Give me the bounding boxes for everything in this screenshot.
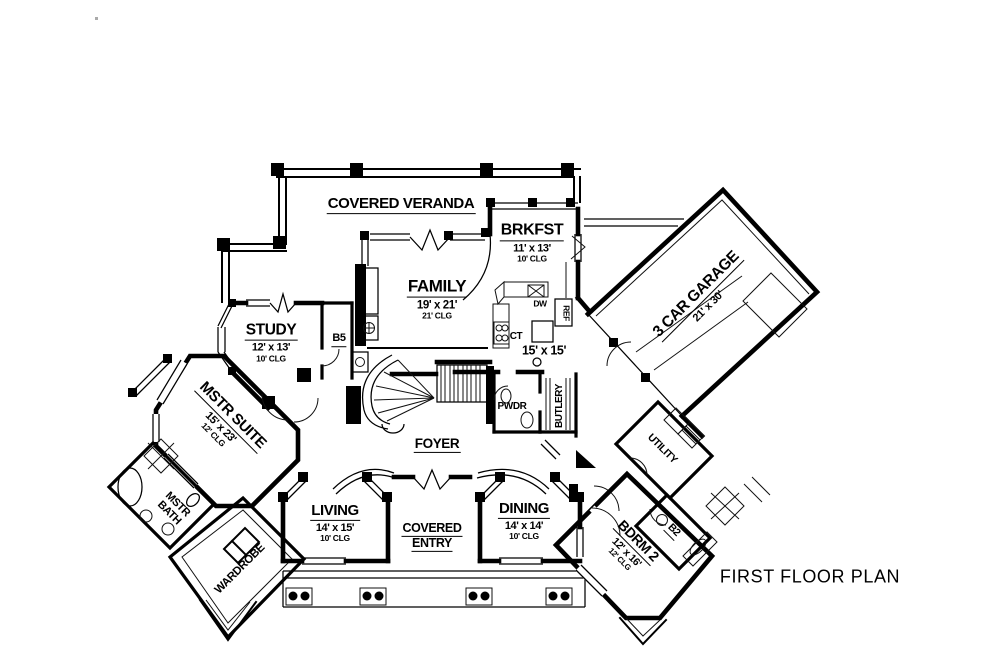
kitchen-fixtures xyxy=(452,262,573,375)
breezeway-walls xyxy=(584,218,684,227)
room-dims: 11' x 13' xyxy=(513,242,551,255)
foyer-stairs xyxy=(346,354,494,434)
garage-storage xyxy=(742,272,808,338)
curved-stair xyxy=(370,359,399,425)
room-clg: 10' CLG xyxy=(509,531,539,542)
room-dims: 14' x 14' xyxy=(504,519,544,532)
garage-walls xyxy=(574,186,821,440)
fireplace xyxy=(355,264,366,346)
room-dims: 15' x 15' xyxy=(521,343,567,358)
sink xyxy=(161,522,175,536)
rear-stoop xyxy=(705,476,771,526)
room-dims: 19' x 21' xyxy=(416,299,458,312)
b2-walls xyxy=(633,492,718,572)
cooktop xyxy=(493,321,510,345)
plan-title: FIRST FLOOR PLAN xyxy=(719,566,901,587)
room-clg: 10' CLG xyxy=(256,353,286,364)
room-label-pwdr: PWDR xyxy=(497,400,527,413)
column xyxy=(532,357,542,367)
entry-porch xyxy=(282,468,586,608)
room-name: COVERED VERANDA xyxy=(326,195,476,214)
bdrm2-walls xyxy=(552,470,716,646)
room-label-family: FAMILY 19' x 21' 21' CLG xyxy=(406,276,468,321)
dishwasher-label: DW xyxy=(533,298,547,309)
room-label-butlery: BUTLERY xyxy=(553,383,566,429)
room-label-veranda: COVERED VERANDA xyxy=(326,195,476,214)
hall-door-arc xyxy=(593,485,620,512)
wardrobe-island xyxy=(222,526,261,565)
room-label-covered-entry: COVERED ENTRY xyxy=(401,521,463,553)
refrigerator xyxy=(554,298,573,327)
study-door-arc xyxy=(321,348,340,367)
room-name: STUDY xyxy=(244,322,298,341)
room-name: BUTLERY xyxy=(553,383,565,429)
curved-wall xyxy=(462,233,492,301)
room-name-line2: ENTRY xyxy=(411,536,453,553)
entry-doors xyxy=(412,468,452,491)
mstr-bath-walls xyxy=(106,438,217,551)
hall-door-arc xyxy=(293,397,319,423)
cooktop-label: CT xyxy=(509,330,523,342)
room-name: LIVING xyxy=(310,501,360,521)
room-name: B5 xyxy=(331,333,347,347)
suite-door-arc xyxy=(261,393,289,421)
room-name: PWDR xyxy=(497,400,527,412)
pwdr-butlery-walls xyxy=(492,370,620,512)
bathtub xyxy=(117,467,143,507)
room-label-living: LIVING 14' x 15' 10' CLG xyxy=(310,503,360,543)
room-dims: 14' x 15' xyxy=(315,521,355,534)
bdrm2-door-arc xyxy=(591,507,621,537)
room-label-brkfst: BRKFST 11' x 13' 10' CLG xyxy=(499,222,565,264)
room-label-dining: DINING 14' x 14' 10' CLG xyxy=(497,499,551,542)
room-label-kitchen: 15' x 15' xyxy=(522,344,566,357)
room-name: FOYER xyxy=(413,436,461,454)
scan-speck xyxy=(95,17,98,20)
room-label-study: STUDY 12' x 13' 10' CLG xyxy=(244,322,298,364)
bdrm2-bay xyxy=(618,616,668,646)
refrigerator-label: REF xyxy=(561,305,572,321)
sink xyxy=(500,388,512,404)
toilet xyxy=(520,411,534,429)
veranda-walls xyxy=(217,163,581,303)
room-label-foyer: FOYER xyxy=(413,436,461,454)
room-dims: 12' x 13' xyxy=(251,341,291,354)
room-clg: 10' CLG xyxy=(517,253,547,264)
pwdr-door-arc xyxy=(493,385,509,401)
brkfst-walls xyxy=(462,198,586,301)
living-walls xyxy=(278,472,392,565)
appliance-label-ref: REF xyxy=(561,305,572,321)
utility-door-arc xyxy=(629,457,648,476)
room-name-line1: COVERED xyxy=(401,521,463,537)
appliance-label-dw: DW xyxy=(533,298,547,309)
room-label-b5: B5 xyxy=(331,333,347,347)
sink xyxy=(139,509,153,523)
toilet xyxy=(656,514,668,526)
room-clg: 10' CLG xyxy=(320,533,350,544)
room-name: BRKFST xyxy=(499,222,565,242)
appliance-label-ct: CT xyxy=(509,330,523,343)
toilet xyxy=(186,493,200,507)
room-name: DINING xyxy=(497,499,551,519)
b2-door-arc xyxy=(649,508,667,526)
room-clg: 21' CLG xyxy=(422,310,452,321)
wardrobe-bay xyxy=(198,598,258,642)
garage-door-arc xyxy=(606,341,632,367)
room-name: FAMILY xyxy=(406,276,468,298)
island xyxy=(531,320,554,343)
